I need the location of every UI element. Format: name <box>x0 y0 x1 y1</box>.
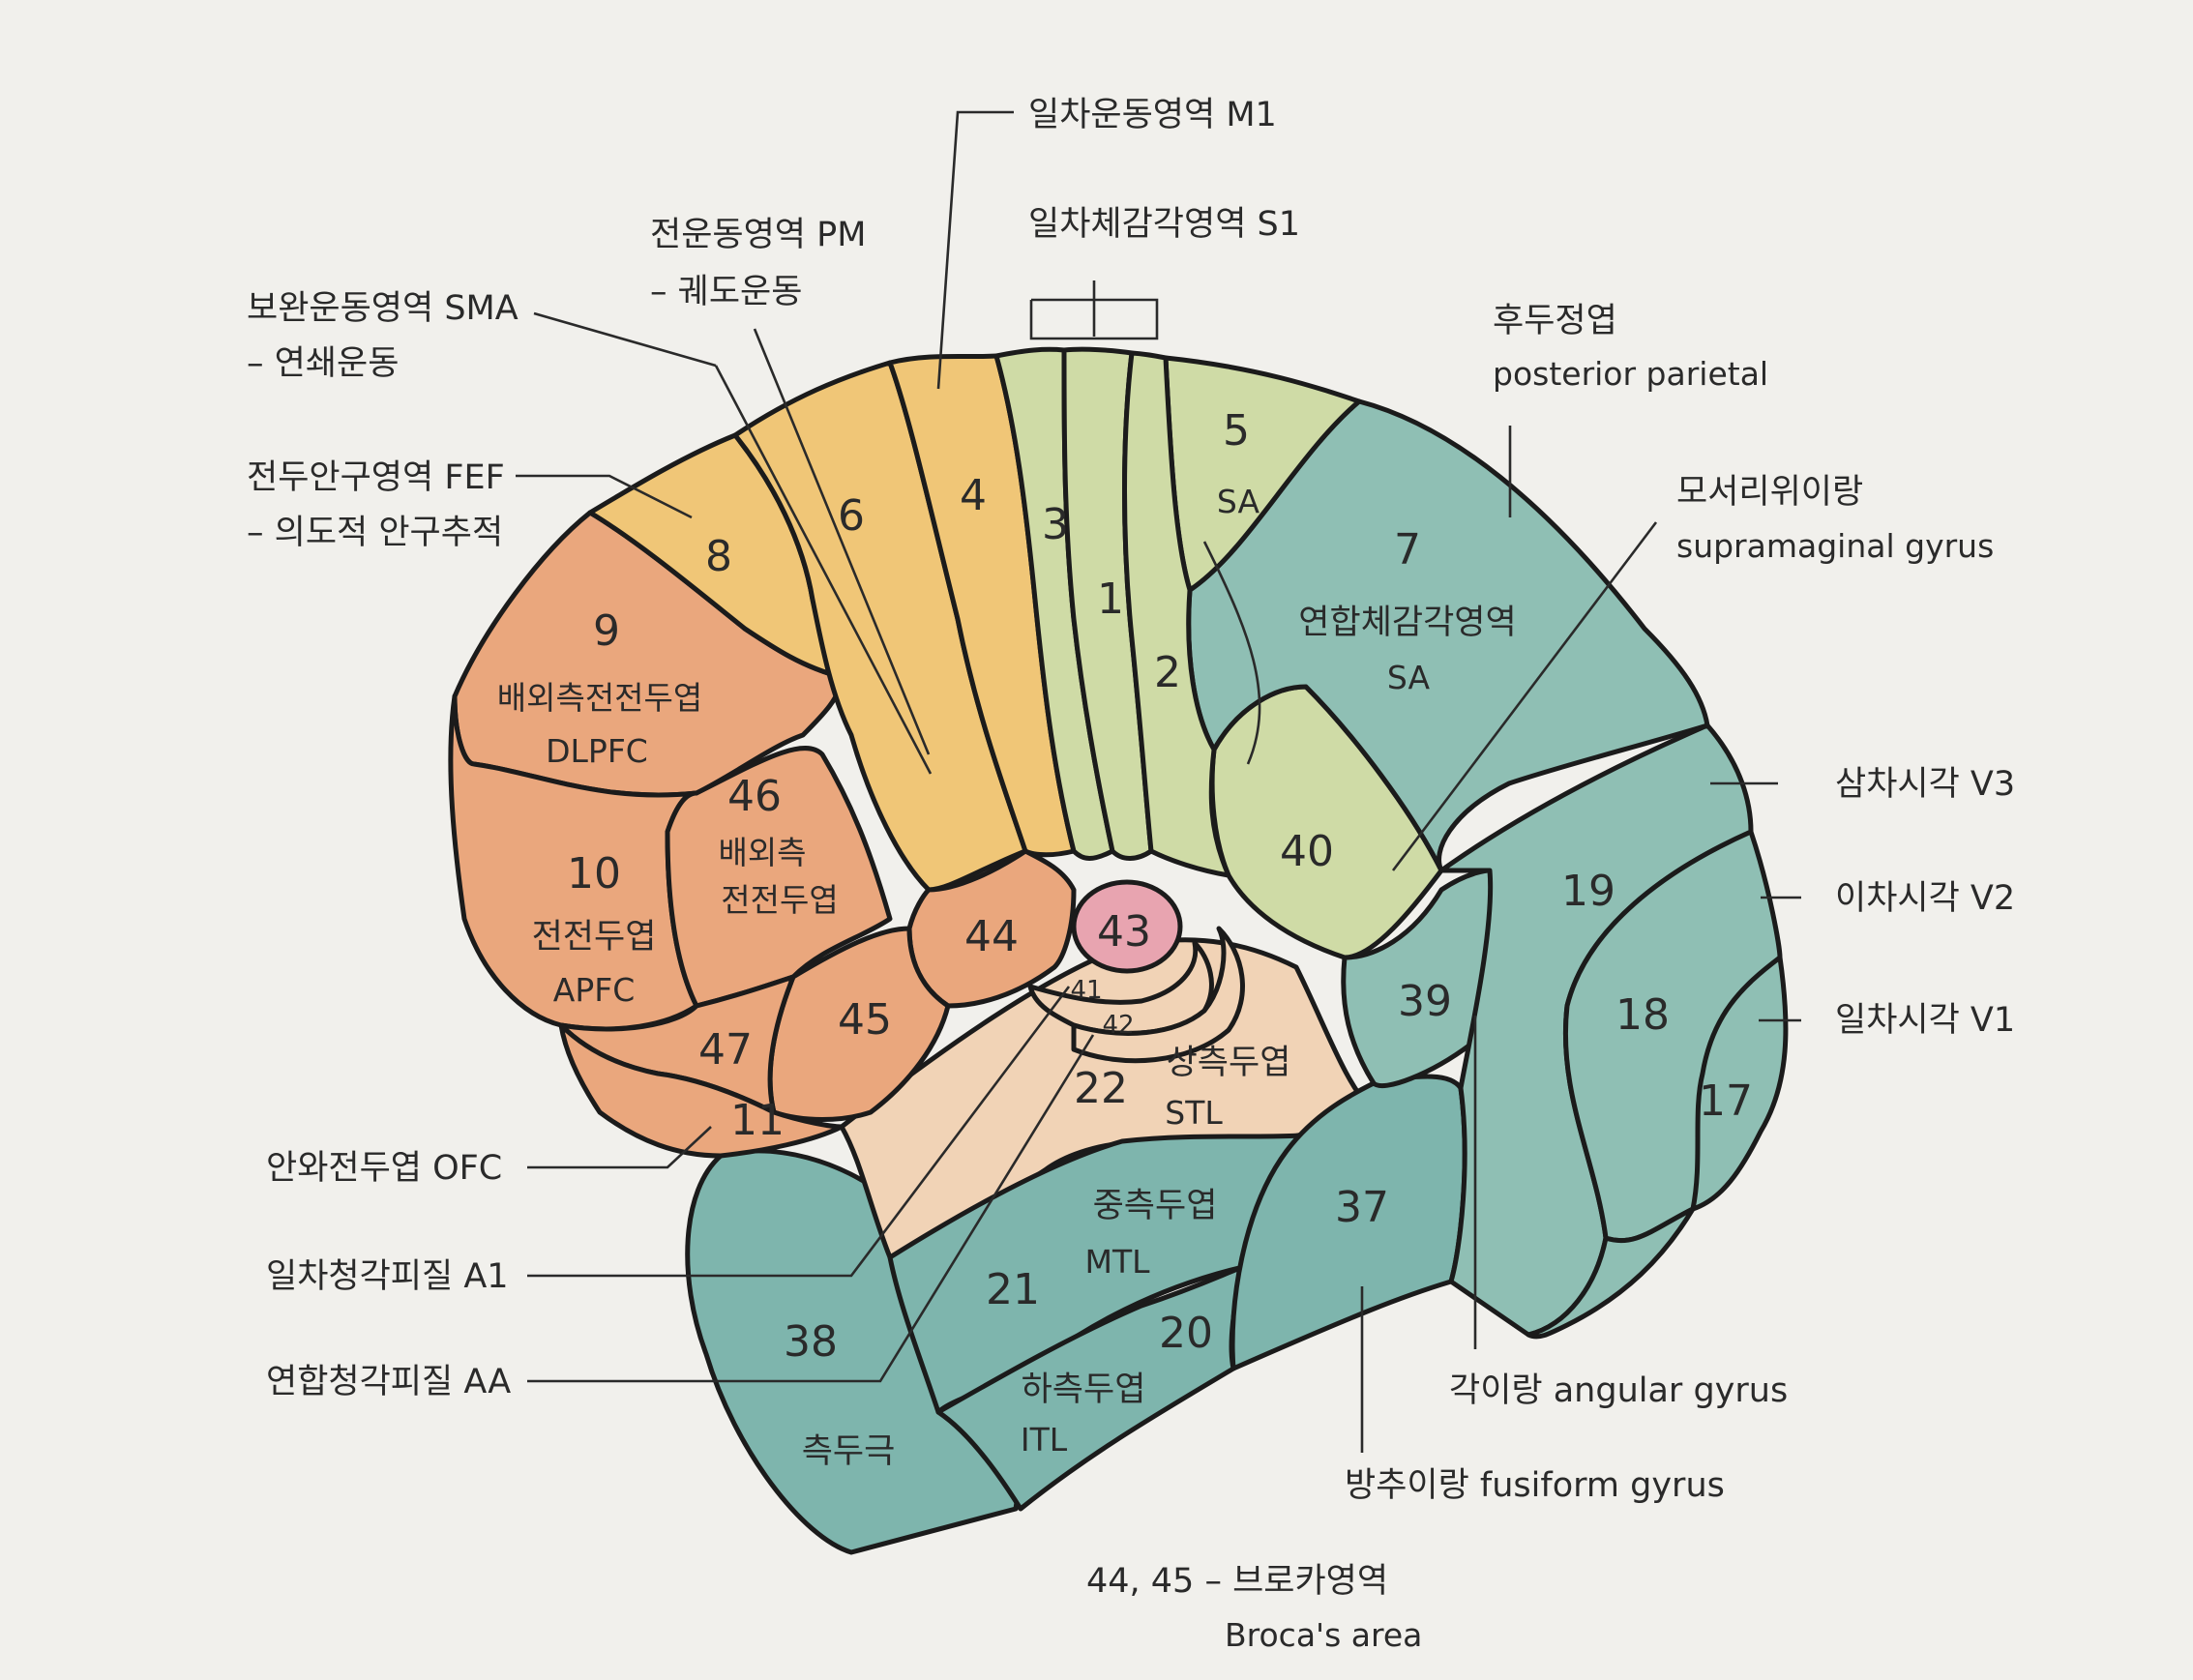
callout-posterior-en: posterior parietal <box>1493 355 1768 393</box>
label-39: 39 <box>1398 977 1452 1026</box>
label-4: 4 <box>960 471 987 520</box>
label-38: 38 <box>784 1317 838 1367</box>
callout-fef: 전두안구영역 FEF <box>247 458 505 497</box>
callout-labels: 일차운동영역 M1 일차체감각영역 S1 전운동영역 PM – 궤도운동 보완운… <box>247 96 2015 1654</box>
callout-v1: 일차시각 V1 <box>1835 1001 2015 1040</box>
callout-aa: 연합청각피질 AA <box>266 1363 511 1401</box>
callout-sma: 보완운동영역 SMA <box>247 289 519 328</box>
label-22: 22 <box>1074 1064 1128 1113</box>
label-47: 47 <box>698 1025 753 1075</box>
callout-m1: 일차운동영역 M1 <box>1028 96 1277 134</box>
callout-fusiform: 방추이랑 fusiform gyrus <box>1345 1466 1725 1505</box>
callout-supramarginal-ko: 모서리위이랑 <box>1676 473 1863 512</box>
label-17: 17 <box>1699 1076 1753 1126</box>
label-7-sub: SA <box>1387 659 1431 696</box>
callout-posterior-ko: 후두정엽 <box>1493 302 1617 340</box>
label-19: 19 <box>1561 867 1615 916</box>
region-42 <box>1071 926 1245 1064</box>
caption-broca-en: Broca's area <box>1225 1616 1422 1654</box>
label-20-sub: ITL <box>1021 1421 1068 1459</box>
callout-s1: 일차체감각영역 S1 <box>1028 205 1300 244</box>
label-9-ko: 배외측전전두엽 <box>497 679 703 717</box>
label-21-ko: 중측두엽 <box>1093 1187 1218 1225</box>
callout-angular: 각이랑 angular gyrus <box>1449 1371 1788 1410</box>
callout-a1: 일차청각피질 A1 <box>266 1257 509 1296</box>
label-18: 18 <box>1615 990 1670 1040</box>
region-occipital-rim <box>1526 1206 1696 1340</box>
label-5: 5 <box>1223 406 1250 456</box>
callout-fef-sub: – 의도적 안구추적 <box>247 514 503 552</box>
region-46 <box>665 746 893 1009</box>
label-40: 40 <box>1280 827 1334 876</box>
label-10: 10 <box>567 849 621 899</box>
callout-v2: 이차시각 V2 <box>1835 879 2015 918</box>
label-11: 11 <box>730 1096 785 1145</box>
label-10-sub: APFC <box>553 971 636 1009</box>
callout-v3: 삼차시각 V3 <box>1835 765 2015 804</box>
region-11-ofc <box>558 1022 845 1159</box>
label-46: 46 <box>727 772 782 821</box>
region-37 <box>1230 1074 1467 1371</box>
label-41: 41 <box>1070 976 1102 1005</box>
label-42: 42 <box>1102 1011 1134 1040</box>
label-22-ko: 상측두엽 <box>1167 1044 1291 1082</box>
callout-supramarginal-en: supramaginal gyrus <box>1676 527 1994 565</box>
region-43 <box>1071 879 1183 974</box>
caption-broca-ko: 44, 45 – 브로카영역 <box>1086 1562 1388 1601</box>
label-46-ko1: 배외측 <box>718 834 806 871</box>
leader-lines <box>516 110 1801 1453</box>
callout-pm-sub: – 궤도운동 <box>650 273 802 311</box>
label-44: 44 <box>964 912 1019 961</box>
callout-ofc: 안와전두엽 OFC <box>266 1149 502 1188</box>
label-8: 8 <box>705 532 732 581</box>
label-45: 45 <box>838 995 892 1045</box>
callout-pm: 전운동영역 PM <box>650 216 866 254</box>
region-7-association <box>1186 398 1710 873</box>
label-7: 7 <box>1394 525 1421 575</box>
label-21: 21 <box>986 1265 1040 1314</box>
brain-regions <box>448 346 1789 1555</box>
label-21-sub: MTL <box>1084 1243 1150 1281</box>
label-5-sub: SA <box>1217 483 1260 520</box>
callout-sma-sub: – 연쇄운동 <box>247 344 399 383</box>
label-43: 43 <box>1097 907 1151 957</box>
label-20-ko: 하측두엽 <box>1022 1371 1146 1409</box>
label-2: 2 <box>1154 648 1181 697</box>
label-9: 9 <box>593 606 620 656</box>
label-7-ko: 연합체감각영역 <box>1298 604 1516 642</box>
label-1: 1 <box>1097 575 1124 624</box>
label-3: 3 <box>1042 500 1069 549</box>
label-38-ko: 측두극 <box>802 1432 896 1471</box>
label-22-sub: STL <box>1165 1094 1223 1132</box>
label-10-ko: 전전두엽 <box>532 918 657 957</box>
region-2 <box>1122 350 1231 878</box>
region-labels: 8 6 4 3 1 2 5 SA 7 연합체감각영역 SA 9 배외측전전두엽 … <box>497 406 1753 1471</box>
label-20: 20 <box>1159 1309 1213 1358</box>
label-37: 37 <box>1335 1183 1389 1232</box>
label-9-sub: DLPFC <box>546 732 648 770</box>
label-46-ko2: 전전두엽 <box>721 881 838 919</box>
label-6: 6 <box>838 491 865 541</box>
